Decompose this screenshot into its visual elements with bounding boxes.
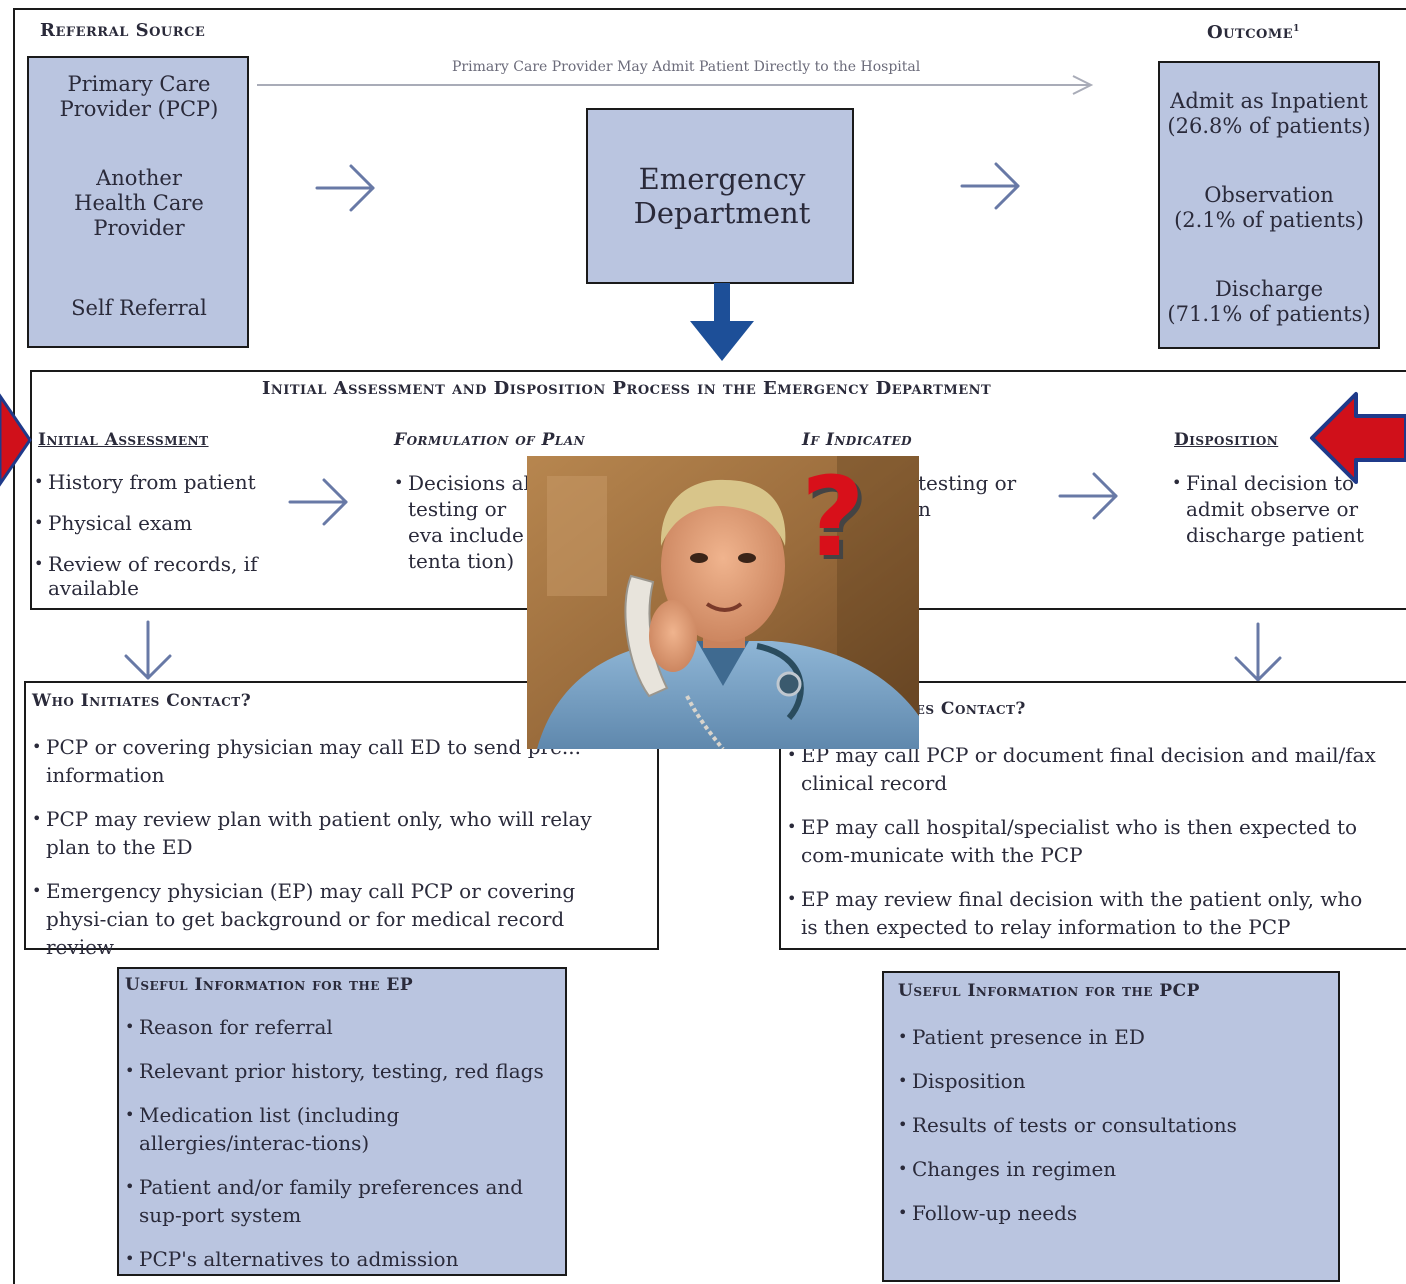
initial-assessment-title: Initial Assessment — [38, 430, 209, 450]
direct-admit-arrow — [257, 75, 1094, 95]
useful-info-ep-list: Reason for referral Relevant prior histo… — [125, 1013, 545, 1273]
list-item: Decisions ab testing or eva include tent… — [394, 470, 544, 574]
useful-info-pcp-title: Useful Information for the PCP — [898, 981, 1200, 1001]
list-item: Final decision to admit observe or disch… — [1172, 470, 1400, 548]
outcome-observation-label: Observation — [1204, 183, 1334, 207]
who-initiates-right-title: ...tes Contact? — [887, 699, 1026, 719]
list-item: PCP may review plan with patient only, w… — [32, 805, 622, 861]
outcome-observation-pct: (2.1% of patients) — [1174, 208, 1364, 232]
process-title: Initial Assessment and Disposition Proce… — [262, 378, 992, 399]
if-indicated-text: testing or n — [918, 471, 1017, 521]
disposition-title-text: Disposition — [1174, 430, 1279, 450]
outcome-discharge-pct: (71.1% of patients) — [1167, 302, 1371, 326]
list-item: Emergency physician (EP) may call PCP or… — [32, 877, 622, 961]
outcome-admit-pct: (26.8% of patients) — [1167, 114, 1371, 138]
red-arrow-pointing-disposition-icon — [1310, 392, 1406, 484]
useful-info-ep-box: Useful Information for the EP Reason for… — [117, 967, 567, 1276]
process-box: Initial Assessment and Disposition Proce… — [30, 370, 1406, 610]
referral-source-box: Primary Care Provider (PCP) Another Heal… — [27, 56, 249, 348]
list-item: Review of records, if available — [34, 552, 264, 600]
formulation-of-plan-title: Formulation of Plan — [394, 430, 586, 450]
list-item: Disposition — [898, 1067, 1318, 1095]
referral-to-ed-arrow-icon — [315, 164, 375, 212]
down-arrow-left-icon — [124, 620, 172, 680]
list-item: Follow-up needs — [898, 1199, 1318, 1227]
outcome-admit: Admit as Inpatient (26.8% of patients) — [1164, 89, 1374, 139]
who-initiates-left-title: Who Initiates Contact? — [32, 691, 252, 711]
referral-item-other-provider: Another Health Care Provider — [74, 166, 204, 240]
list-item: Physical exam — [34, 511, 264, 535]
list-item: PCP's alternatives to admission — [125, 1245, 545, 1273]
down-arrow-right-icon — [1234, 622, 1282, 682]
outcome-heading-text: Outcome — [1207, 22, 1294, 43]
outcome-discharge-label: Discharge — [1214, 277, 1324, 301]
list-item: Patient and/or family preferences and su… — [125, 1173, 545, 1229]
outcome-box: Admit as Inpatient (26.8% of patients) O… — [1158, 61, 1380, 349]
disposition-title: Disposition — [1174, 430, 1278, 450]
list-item: EP may call hospital/specialist who is t… — [787, 813, 1377, 869]
who-initiates-left-box: Who Initiates Contact? PCP or covering p… — [24, 681, 659, 959]
referral-source-heading: Referral Source — [40, 20, 206, 41]
initial-assessment-list: History from patient Physical exam Revie… — [34, 470, 264, 600]
outcome-discharge: Discharge (71.1% of patients) — [1164, 277, 1374, 327]
doctor-on-phone-photo: ? — [527, 456, 919, 749]
who-initiates-right-list: EP may call PCP or document final decisi… — [787, 741, 1377, 941]
formulation-list: Decisions ab testing or eva include tent… — [394, 470, 544, 574]
useful-info-pcp-box: Useful Information for the PCP Patient p… — [882, 971, 1340, 1282]
referral-item-self: Self Referral — [71, 296, 207, 320]
list-item: Relevant prior history, testing, red fla… — [125, 1057, 545, 1085]
useful-info-pcp-list: Patient presence in ED Disposition Resul… — [898, 1023, 1318, 1227]
outcome-admit-label: Admit as Inpatient — [1170, 89, 1368, 113]
indicated-to-disposition-arrow-icon — [1058, 472, 1118, 520]
list-item: EP may review final decision with the pa… — [787, 885, 1377, 941]
list-item: Medication list (including allergies/int… — [125, 1101, 545, 1157]
disposition-list: Final decision to admit observe or disch… — [1172, 470, 1400, 548]
list-item: PCP or covering physician may call ED to… — [32, 733, 622, 789]
useful-info-ep-title: Useful Information for the EP — [125, 975, 414, 995]
outcome-observation: Observation (2.1% of patients) — [1164, 183, 1374, 233]
assessment-to-plan-arrow-icon — [288, 478, 348, 526]
diagram-frame — [13, 8, 1406, 1284]
if-indicated-title: If Indicated — [802, 430, 913, 450]
doctor-on-phone-illustration — [527, 456, 919, 749]
direct-admit-note: Primary Care Provider May Admit Patient … — [452, 59, 921, 75]
outcome-heading: Outcome1 — [1207, 22, 1300, 43]
referral-item-pcp: Primary Care Provider (PCP) — [59, 72, 219, 121]
ed-to-outcome-arrow-icon — [960, 162, 1020, 210]
list-item: Changes in regimen — [898, 1155, 1318, 1183]
list-item: Patient presence in ED — [898, 1023, 1318, 1051]
list-item: EP may call PCP or document final decisi… — [787, 741, 1377, 797]
outcome-footnote-mark: 1 — [1293, 24, 1300, 34]
emergency-department-label: Emergency Department — [633, 162, 811, 230]
who-initiates-left-list: PCP or covering physician may call ED to… — [32, 733, 622, 961]
red-arrow-left-icon — [0, 393, 32, 487]
initial-assessment-title-text: Initial Assessment — [38, 430, 209, 450]
list-item: Reason for referral — [125, 1013, 545, 1041]
ed-down-arrow-icon — [690, 283, 754, 361]
question-mark-icon: ? — [801, 456, 865, 581]
list-item: History from patient — [34, 470, 264, 494]
emergency-department-box: Emergency Department — [586, 108, 854, 284]
list-item: Results of tests or consultations — [898, 1111, 1318, 1139]
